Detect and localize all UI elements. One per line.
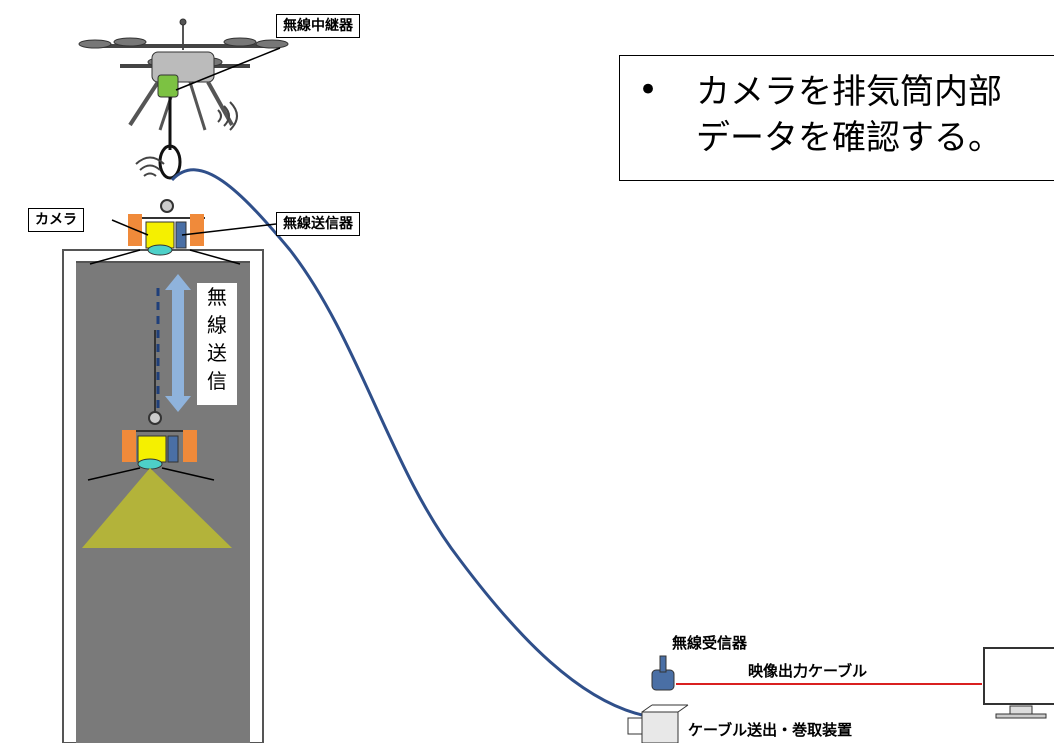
camera-lower [82, 330, 232, 548]
cable [170, 168, 643, 717]
vertical-char: 送 [207, 341, 227, 365]
reel-device-icon [627, 704, 689, 743]
callout-line-1: カメラを排気筒内部 [696, 72, 1002, 112]
relay-pointer [175, 47, 281, 91]
antenna-icon [651, 655, 675, 691]
relay-label: 無線中継器 [276, 14, 360, 38]
description-callout: • カメラを排気筒内部 データを確認する。 [619, 55, 1054, 181]
monitor-icon [983, 647, 1054, 719]
vertical-char: 無 [207, 285, 227, 309]
wireless-transmission-label: 無 線 送 信 [197, 283, 237, 405]
wireless-signal-icon [135, 156, 165, 177]
relay-device [157, 74, 179, 98]
vertical-char: 信 [207, 369, 227, 393]
wireless-signal-icon [217, 101, 238, 131]
camera-label: カメラ [28, 208, 84, 232]
drone-icon [78, 18, 289, 131]
bullet: • [638, 70, 659, 110]
output-cable-label: 映像出力ケーブル [748, 662, 868, 680]
reel-device-label: ケーブル送出・巻取装置 [688, 721, 853, 739]
receiver-label: 無線受信器 [672, 634, 748, 652]
vertical-char: 線 [207, 313, 227, 337]
callout-line-2: データを確認する。 [696, 118, 1002, 158]
camera-top [89, 199, 241, 265]
movement-arrow [156, 274, 191, 412]
light-cone [82, 468, 232, 548]
transmitter-label: 無線送信器 [276, 212, 360, 236]
